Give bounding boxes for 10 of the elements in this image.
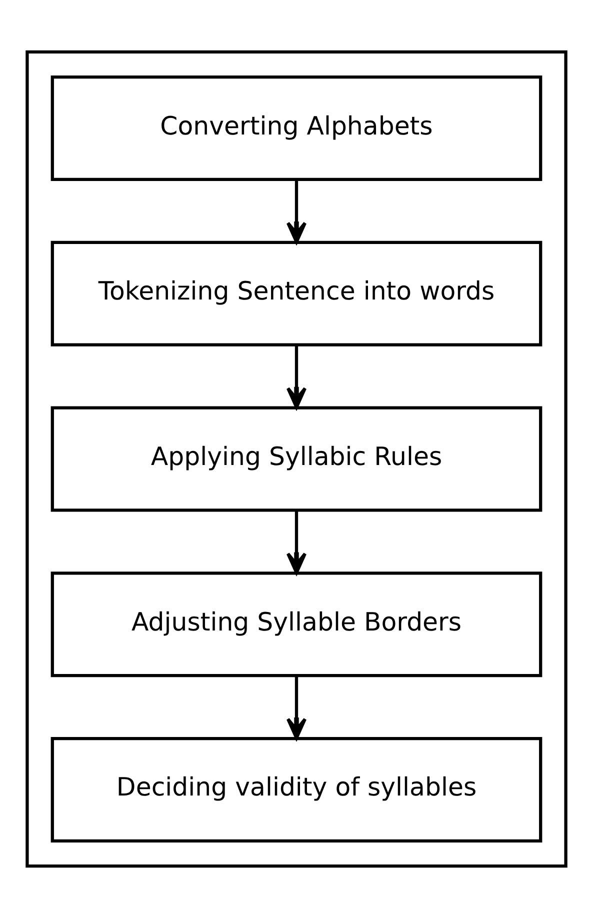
arrow (286, 676, 307, 740)
node-box: Tokenizing Sentence into words (50, 240, 542, 346)
arrow (286, 510, 307, 574)
node-box: Adjusting Syllable Borders (50, 572, 542, 678)
node-box: Converting Alphabets (50, 76, 542, 182)
arrow (286, 345, 307, 409)
node-box: Deciding validity of syllables (50, 736, 542, 842)
node-box: Applying Syllabic Rules (50, 406, 542, 512)
arrow (286, 180, 307, 244)
cluster (26, 50, 568, 868)
